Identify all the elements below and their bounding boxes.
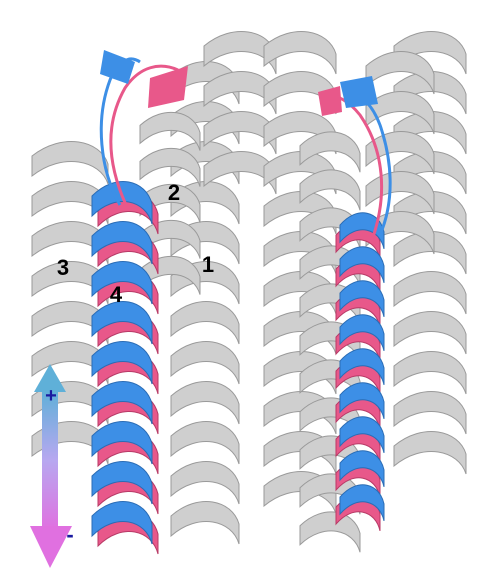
helix-label-2: 2 (168, 180, 180, 205)
pink-ribbon-top-left (148, 66, 188, 108)
colored-helix-left (92, 182, 158, 554)
gray-helix-1-turn (171, 342, 239, 384)
gray-helix-1-turn (171, 422, 239, 464)
gray-helix-r2-turn (394, 432, 466, 474)
arrow-minus-sign: - (66, 522, 73, 547)
gray-helix-1-turn (171, 462, 239, 504)
gray-helix-r2-turn (394, 312, 466, 354)
arrow-shaft (42, 390, 58, 530)
blue-ribbon-top-right (340, 76, 378, 108)
gray-helix-1-turn (171, 382, 239, 424)
gray-helix-1-turn (171, 302, 239, 344)
gray-helix-r2-turn (394, 272, 466, 314)
helix-label-4: 4 (110, 282, 123, 307)
gray-helix-r3-turn (300, 512, 360, 552)
colored-helix-right (336, 213, 384, 531)
helix-label-3: 3 (57, 255, 69, 280)
gray-helix-r2-turn (394, 352, 466, 394)
gray-helix-r2-turn (394, 392, 466, 434)
gray-helix-3-turn (32, 142, 108, 184)
gray-helix-1-turn (171, 502, 239, 544)
helix-label-1: 1 (202, 252, 214, 277)
arrow-plus-sign: + (45, 385, 57, 407)
blue-ribbon-top-left (100, 50, 135, 84)
